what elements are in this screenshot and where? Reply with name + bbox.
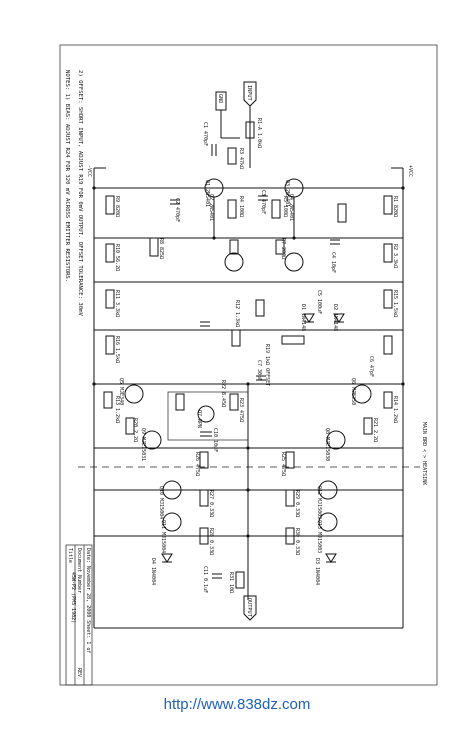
component-label: R9 820Ω (114, 196, 120, 217)
heatsink-note: MAIN BRD < > HEATSINK (421, 422, 427, 485)
component-label: Q13 MJ15003 (316, 520, 322, 553)
svg-text:OUTPUT: OUTPUT (246, 598, 252, 617)
pos-rail-label: +VCC (407, 165, 413, 177)
component-label: R7 200Ω (280, 238, 286, 259)
title-label: Title (67, 548, 73, 563)
component-label: R4 100Ω (238, 196, 244, 217)
component-label: C3 470pF (260, 190, 266, 214)
docnum-label: Document Number (76, 548, 82, 593)
component-label: R1 820Ω (392, 196, 398, 217)
component-label: R29 0.33Ω (294, 490, 300, 517)
bias-block (167, 391, 249, 441)
sheet-border (59, 44, 438, 686)
q12-output (318, 480, 338, 500)
component-label: Q11 MJ15004 (160, 520, 166, 553)
q6-driver (352, 384, 372, 404)
q-mirror-left (224, 252, 244, 272)
component-label: R8 825Ω (158, 238, 164, 259)
component-label: R2 3.3kΩ (392, 244, 398, 268)
output-connector[interactable]: OUTPUT (243, 595, 257, 621)
component-label: R10 56.2Ω (114, 244, 120, 271)
component-label: R25 475Ω (280, 452, 286, 476)
component-label: C6 47pF (368, 356, 374, 377)
d2-symbol (333, 313, 345, 323)
component-label: R20 2.2Ω (132, 418, 138, 442)
component-label: Q2 2N5401 (208, 194, 214, 221)
component-label: Q10 MJ15004 (158, 486, 164, 519)
neg-rail-label: -VCC (86, 165, 92, 177)
component-label: R3 47kΩ (238, 148, 244, 169)
component-label: R15 1.5kΩ (392, 290, 398, 317)
component-label: R14 1.2kΩ (392, 396, 398, 423)
component-label: R11 3.3kΩ (114, 290, 120, 317)
component-label: R22 8.45Ω (220, 380, 226, 407)
component-label: R19 1kΩ OFFSET (264, 344, 270, 386)
q11-output (162, 512, 182, 532)
note-line-1: NOTES: 1) BIAS: ADJUST R24 FOR 320 mV AC… (64, 70, 70, 282)
component-label: Q4 2N5401 (288, 194, 294, 221)
component-label: R27 0.33Ω (208, 490, 214, 517)
q-mirror-right (284, 252, 304, 272)
title-value: 45W-P2 (PMS 1982) (70, 572, 76, 623)
component-label: Q1 2N5401 (204, 180, 210, 207)
component-label: D4 1N4004 (150, 558, 156, 585)
component-label: C5 100uF (316, 290, 322, 314)
q8-predriver (326, 430, 346, 450)
footer-url: http://www.838dz.com (163, 696, 311, 713)
component-label: C2 470pF (174, 198, 180, 222)
gnd-connector[interactable]: GND (215, 91, 227, 111)
q13-output (318, 512, 338, 532)
d1-symbol (303, 313, 315, 323)
svg-text:GND: GND (217, 94, 223, 103)
component-label: D2 1N4148 (332, 304, 338, 331)
notes-block: NOTES: 1) BIAS: ADJUST R24 FOR 320 mV AC… (64, 70, 83, 316)
svg-text:INPUT: INPUT (246, 85, 252, 101)
component-label: R23 475Ω (238, 398, 244, 422)
q7-bias-transistor (197, 405, 215, 423)
component-label: R16 1.5kΩ (114, 336, 120, 363)
note-line-2: 2) OFFSET: SHORT INPUT, ADJUST R19 FOR 0… (77, 70, 83, 316)
component-label: R13 1.2kΩ (114, 396, 120, 423)
component-label: C4 10pF (330, 252, 336, 273)
component-label: Q3 2N5401 (284, 180, 290, 207)
component-label: R26 475Ω (194, 452, 200, 476)
component-label: Q8 MJE15030 (324, 428, 330, 461)
component-label: C7 30pF (256, 360, 262, 381)
component-label: Q5 MJE340 (118, 378, 124, 405)
q10-output (162, 480, 182, 500)
component-label: R1-A 1.0kΩ (256, 118, 262, 148)
component-label: R21 2.2Ω (372, 418, 378, 442)
d4-symbol (161, 553, 173, 563)
component-label: Q12 MJ15003 (316, 486, 322, 519)
component-label: Q9 MJE15031 (140, 428, 146, 461)
component-label: D1 1N4148 (300, 304, 306, 331)
q5-driver (124, 384, 144, 404)
component-label: Q6 MJE350 (350, 378, 356, 405)
component-label: D3 1N4004 (314, 558, 320, 585)
component-label: C1 470pF (202, 122, 208, 146)
component-label: C11 0.1uF (202, 566, 208, 593)
component-label: R28 0.33Ω (208, 528, 214, 555)
title-block: Title 45W-P2 (PMS 1982) Document Number … (65, 544, 93, 686)
component-label: R31 10Ω (228, 572, 234, 593)
component-label: C10 10uF (212, 428, 218, 452)
q9-predriver (142, 430, 162, 450)
component-label: Q7 NPN (196, 410, 202, 428)
component-label: R30 0.33Ω (294, 528, 300, 555)
date-sheet: Date: November 28, 2000 Sheet: 1 of (85, 548, 91, 653)
component-label: R12 1.3kΩ (234, 300, 240, 327)
d3-symbol (325, 553, 337, 563)
rev-label: REV (76, 668, 82, 677)
component-label: R5 100Ω (282, 196, 288, 217)
input-connector[interactable]: INPUT (243, 81, 257, 107)
